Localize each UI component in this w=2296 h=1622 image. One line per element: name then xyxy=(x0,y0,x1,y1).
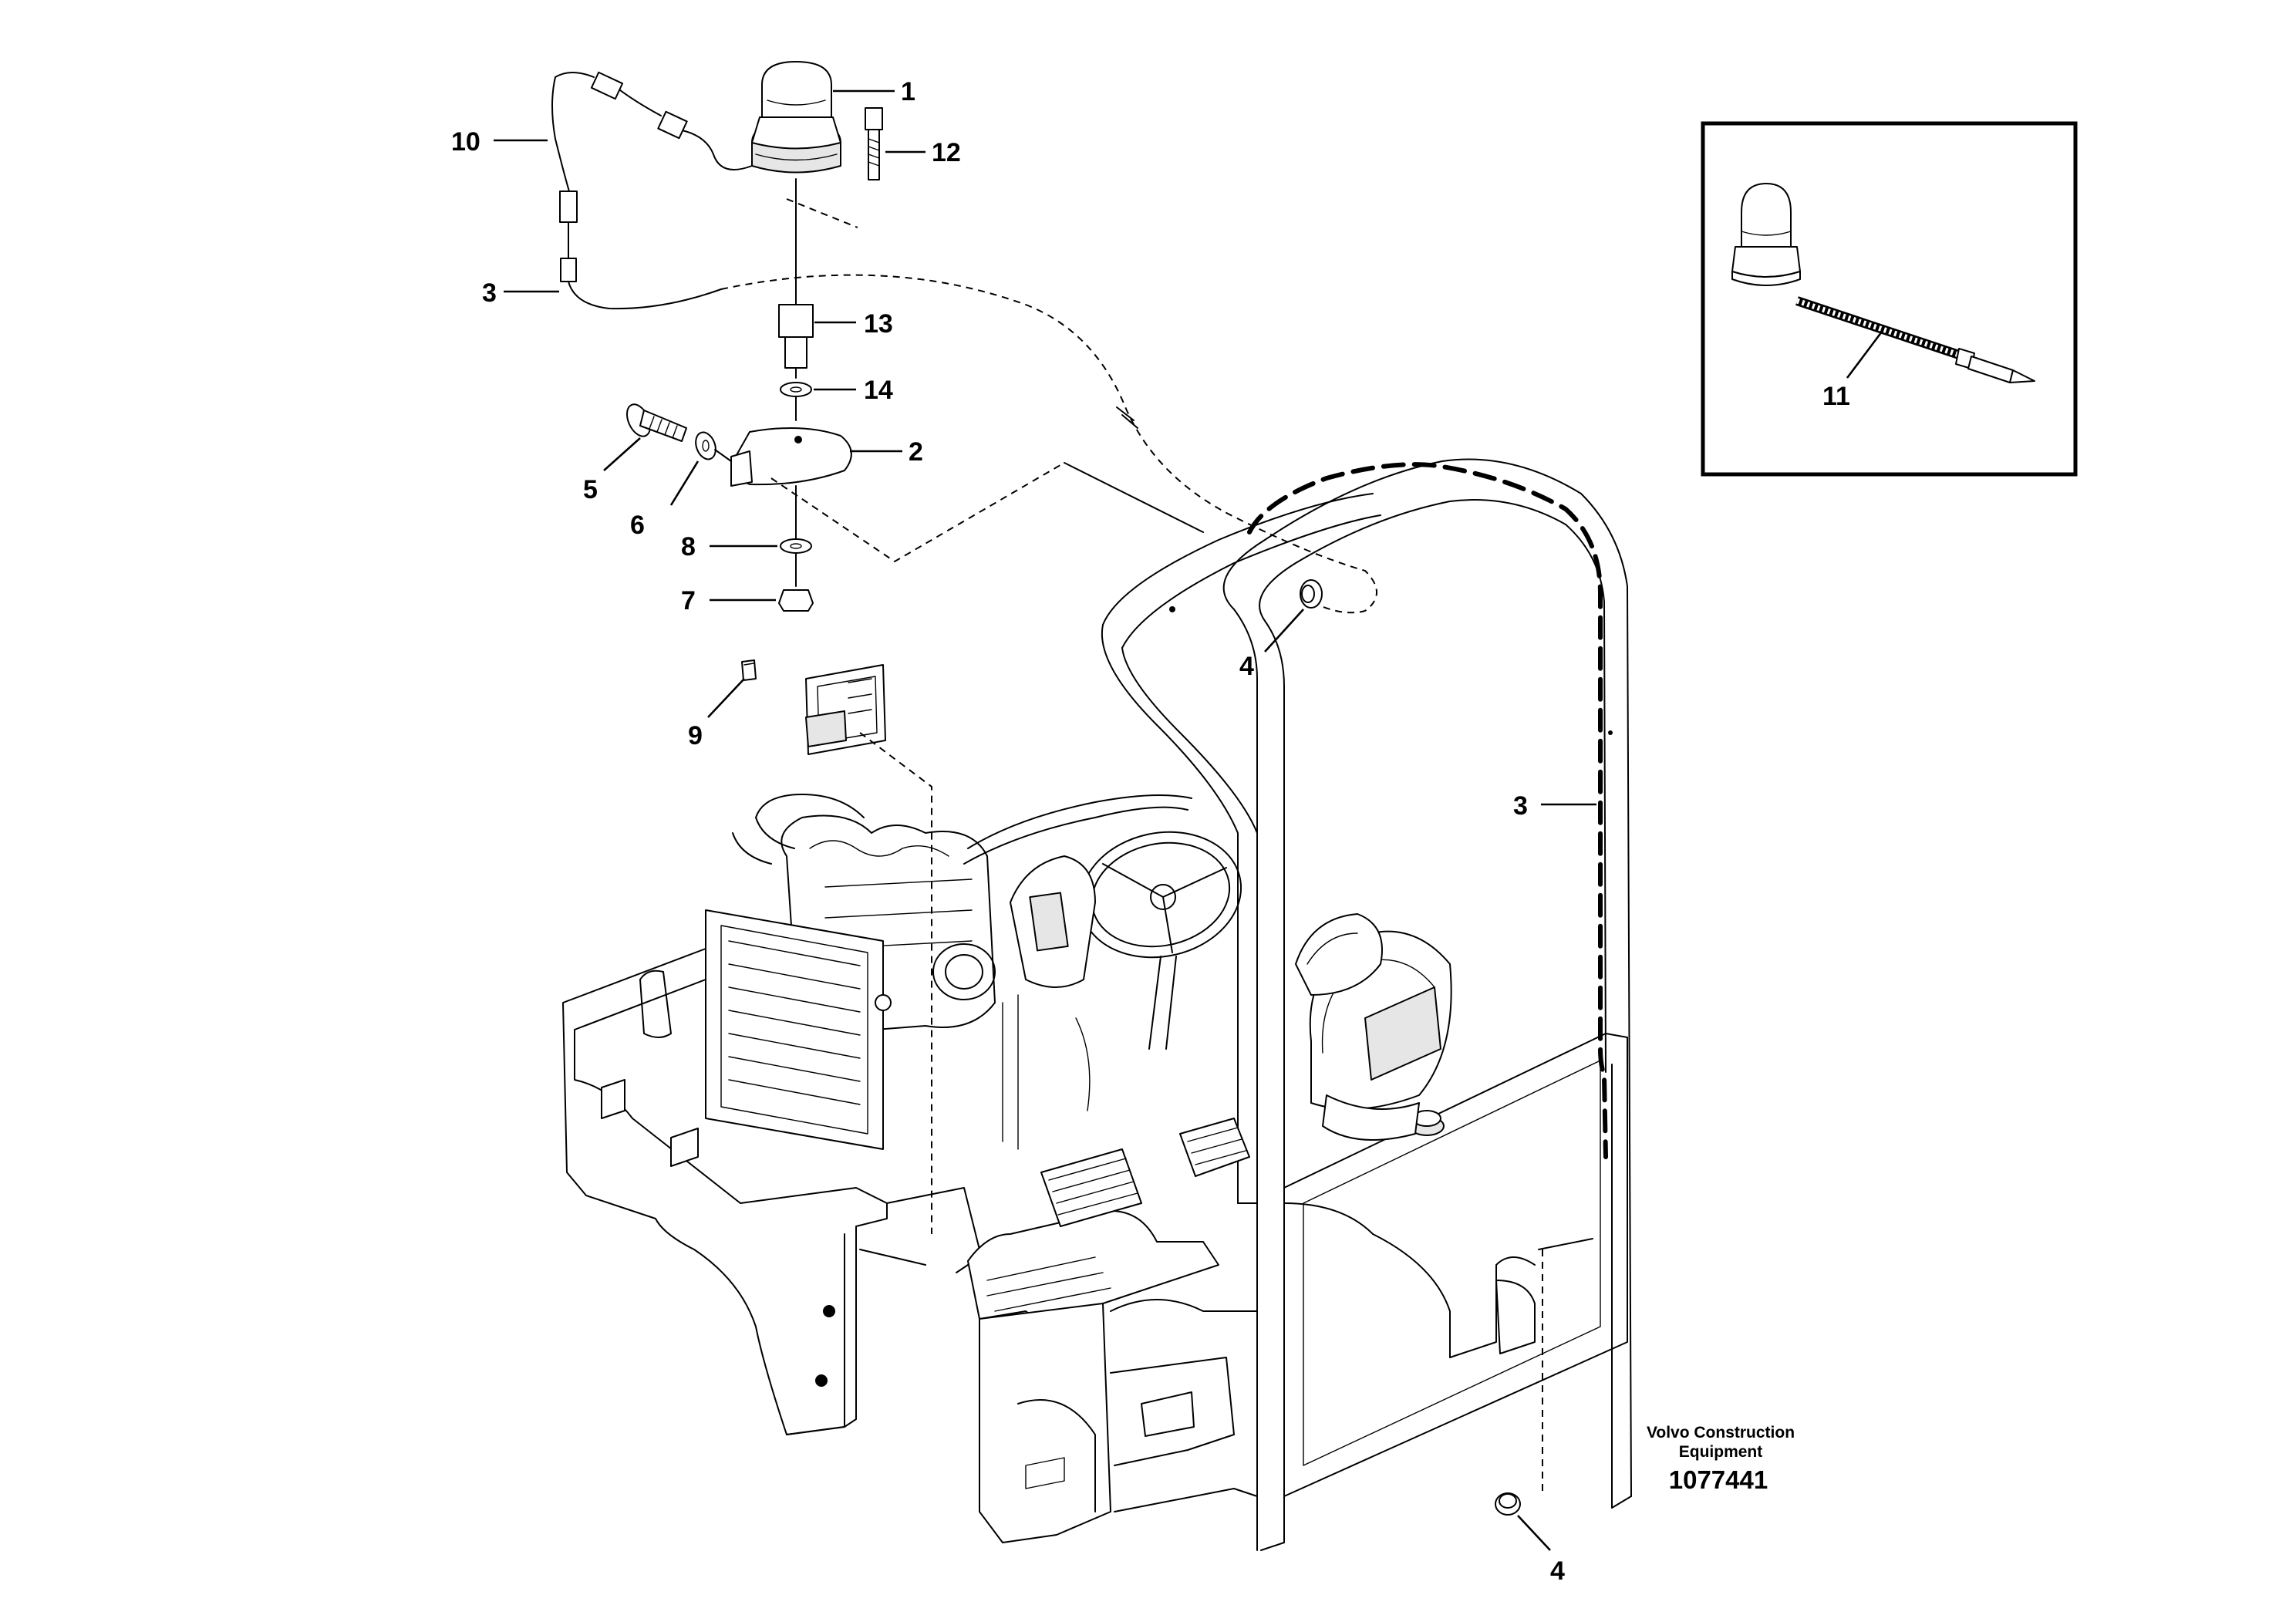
callout-4-bottom: 4 xyxy=(1550,1556,1565,1586)
callout-4-frame: 4 xyxy=(1239,652,1254,681)
callout-14: 14 xyxy=(864,376,893,405)
grommet-4-frame-icon xyxy=(1300,579,1323,609)
machine-body-icon xyxy=(562,794,1628,1551)
callout-2: 2 xyxy=(909,437,923,467)
callout-13: 13 xyxy=(864,309,893,339)
caption-company-line1: Volvo Construction xyxy=(1647,1424,1795,1442)
rops-frame-icon xyxy=(1101,458,1632,1551)
grommet-4-bottom-icon xyxy=(1495,1492,1521,1516)
drawing-number: 1077441 xyxy=(1669,1465,1768,1494)
bolt-12-icon xyxy=(865,107,883,180)
nut-7-icon xyxy=(778,589,814,612)
callout-11: 11 xyxy=(1822,382,1850,411)
callout-6: 6 xyxy=(630,511,645,540)
washer-8-icon xyxy=(780,538,812,554)
beacon-lamp-icon xyxy=(751,61,841,174)
callout-10: 10 xyxy=(451,127,480,157)
wiring-harness-icon xyxy=(551,71,753,310)
callout-5: 5 xyxy=(583,475,598,504)
connector-9-icon xyxy=(741,659,757,681)
drawing-caption: Volvo Construction Equipment 1077441 xyxy=(1647,1424,1795,1494)
inset-detail-box: 11 xyxy=(1701,121,2078,477)
callout-12: 12 xyxy=(932,138,961,167)
control-module-9-icon xyxy=(805,664,886,755)
washer-14-icon xyxy=(780,382,812,397)
callout-8: 8 xyxy=(681,532,696,561)
bolt-5-icon xyxy=(625,403,687,442)
spacer-13-icon xyxy=(778,304,814,369)
callout-7: 7 xyxy=(681,586,696,615)
callout-3-top: 3 xyxy=(482,278,497,308)
callout-1: 1 xyxy=(901,77,915,106)
washer-6-icon xyxy=(695,431,716,460)
callout-9: 9 xyxy=(688,721,703,750)
callout-3-frame: 3 xyxy=(1513,791,1528,821)
caption-company-line2: Equipment xyxy=(1679,1443,1763,1461)
beacon-magnetic-icon xyxy=(1731,183,1801,286)
bracket-2-icon xyxy=(730,427,852,487)
spiral-cable-icon xyxy=(1795,296,2035,383)
